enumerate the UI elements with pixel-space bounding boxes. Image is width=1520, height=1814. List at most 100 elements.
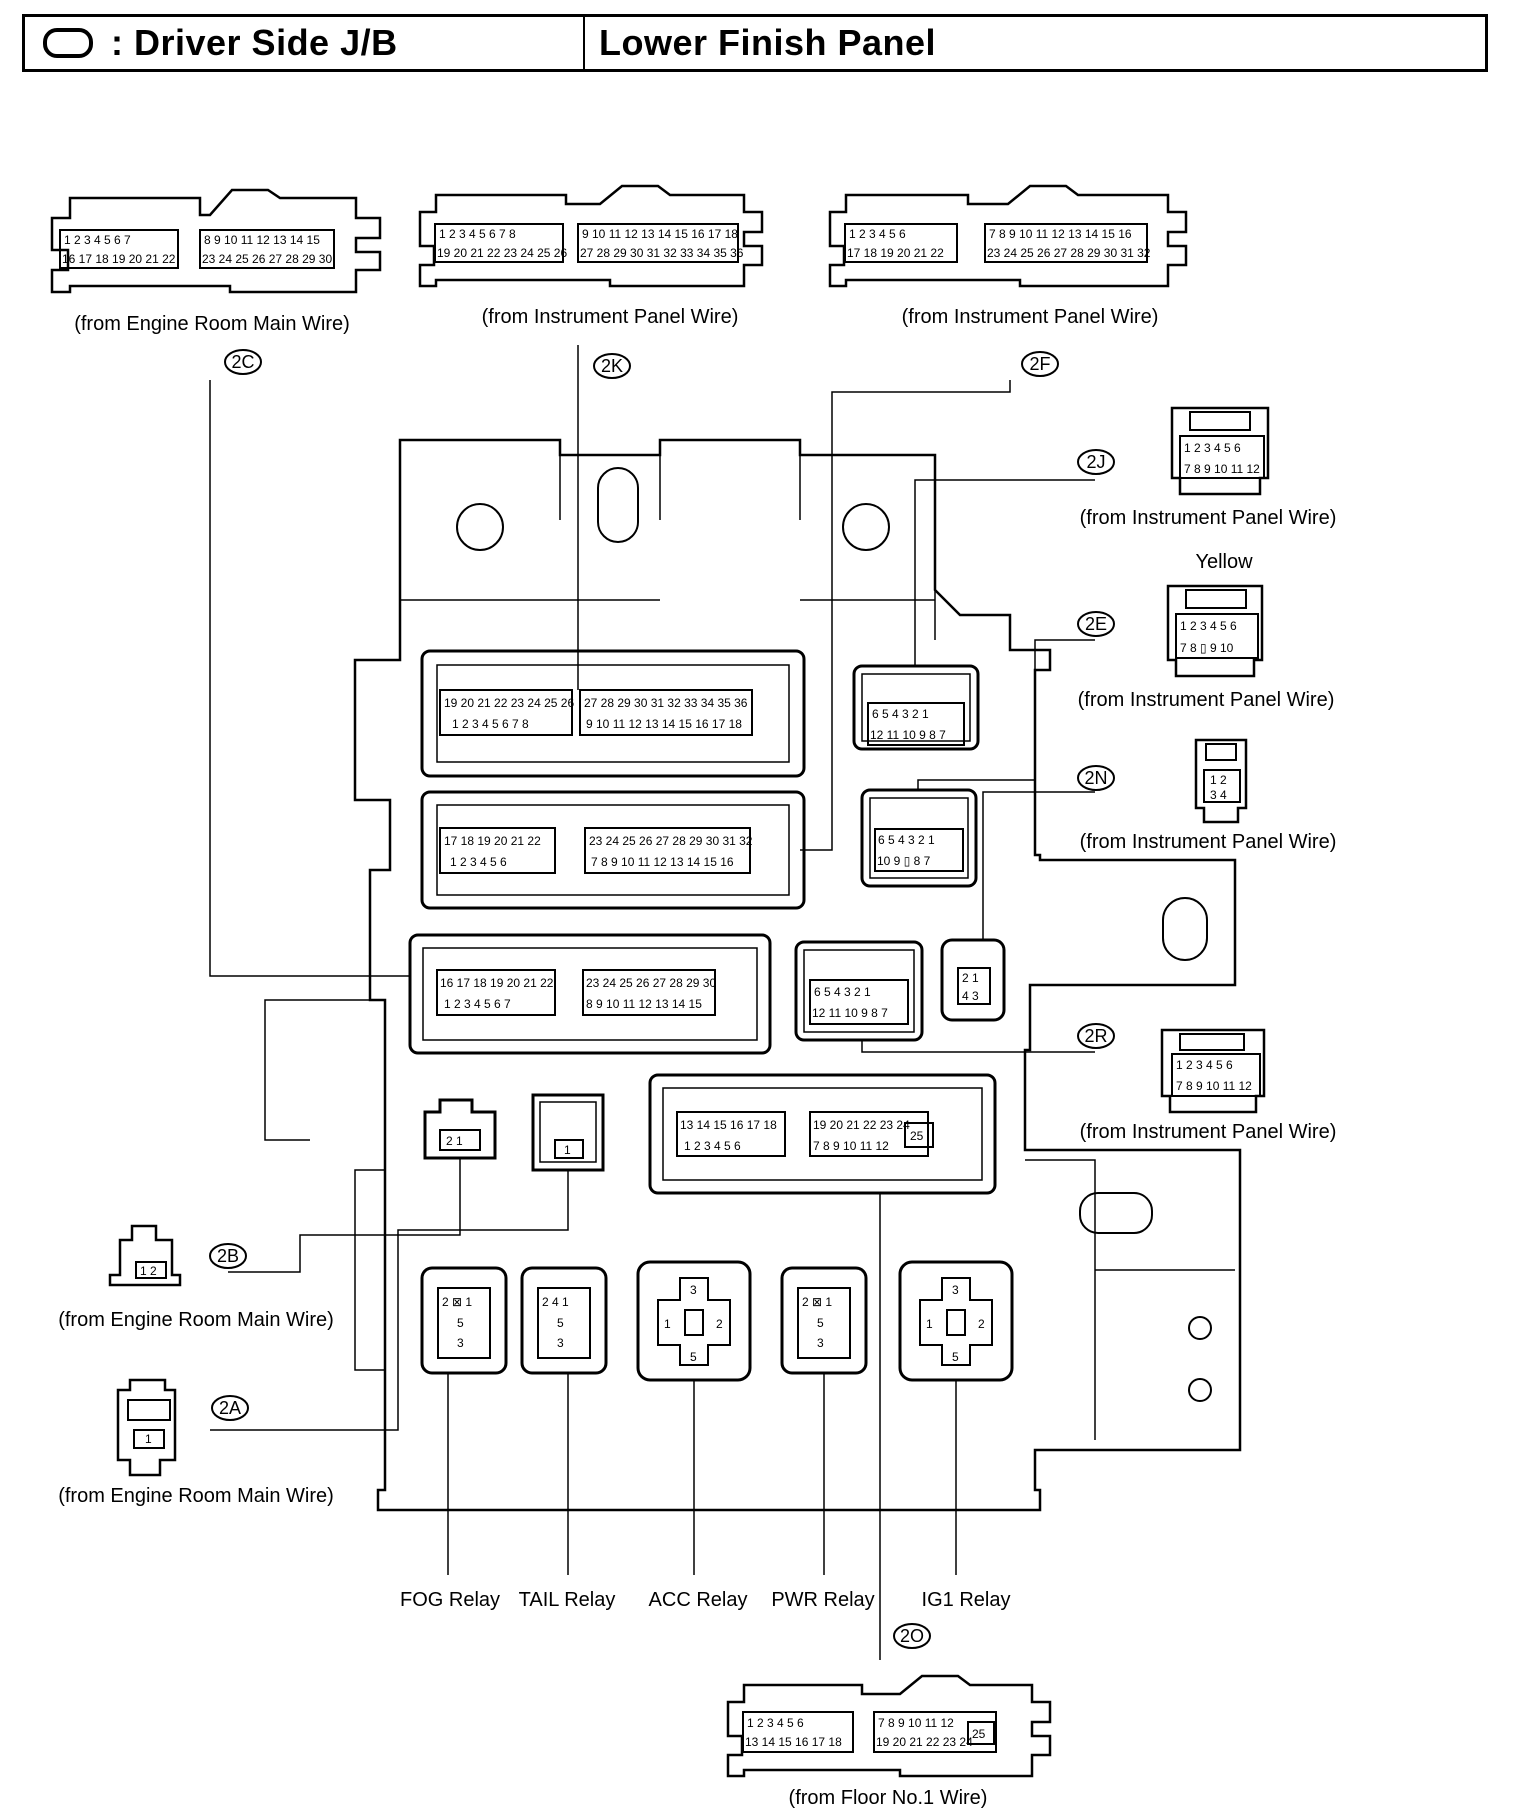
svg-text:17 18 19 20 21 22: 17 18 19 20 21 22 xyxy=(847,246,944,260)
svg-text:1 2 3 4 5 6 7 8: 1 2 3 4 5 6 7 8 xyxy=(439,227,516,241)
svg-text:2: 2 xyxy=(716,1317,723,1331)
svg-text:2B: 2B xyxy=(217,1246,239,1266)
ext-connector-2k: 1 2 3 4 5 6 7 8 19 20 21 22 23 24 25 26 … xyxy=(418,184,764,288)
label-2j: (from Instrument Panel Wire) xyxy=(1080,507,1337,529)
relay-pwr: 2 ⊠ 1 5 3 xyxy=(780,1266,868,1375)
label-2e-color: Yellow xyxy=(1195,551,1253,573)
relay-tail: 2 4 1 5 3 xyxy=(520,1266,608,1375)
label-ig1-relay: IG1 Relay xyxy=(922,1589,1011,1611)
svg-text:7 8 ▯ 9 10: 7 8 ▯ 9 10 xyxy=(1180,641,1234,655)
header-bar: : Driver Side J/B Lower Finish Panel xyxy=(22,14,1488,72)
svg-text:5: 5 xyxy=(952,1350,959,1364)
svg-text:1: 1 xyxy=(564,1143,571,1157)
jb-socket-2r: 6 5 4 3 2 1 12 11 10 9 8 7 xyxy=(794,940,924,1042)
svg-text:1 2 3 4 5 6: 1 2 3 4 5 6 xyxy=(684,1139,741,1153)
svg-text:12 11 10 9 8 7: 12 11 10 9 8 7 xyxy=(870,728,946,742)
svg-text:7 8 9 10 11 12: 7 8 9 10 11 12 xyxy=(1184,462,1260,476)
svg-text:23 24 25 26 27 28 29 30: 23 24 25 26 27 28 29 30 xyxy=(586,976,716,990)
jb-socket-2b: 2 1 xyxy=(423,1098,497,1160)
code-tag-2k: 2K xyxy=(593,353,631,379)
relay-fog: 2 ⊠ 1 5 3 xyxy=(420,1266,508,1375)
svg-text:2A: 2A xyxy=(219,1398,241,1418)
svg-text:1 2 3 4 5 6: 1 2 3 4 5 6 xyxy=(450,855,507,869)
svg-text:1 2 3 4 5 6: 1 2 3 4 5 6 xyxy=(1184,441,1241,455)
svg-text:1 2 3 4 5 6 7: 1 2 3 4 5 6 7 xyxy=(64,233,131,247)
svg-text:27 28 29 30 31 32 33 34 35 36: 27 28 29 30 31 32 33 34 35 36 xyxy=(584,696,748,710)
svg-text:13 14 15 16 17 18: 13 14 15 16 17 18 xyxy=(745,1735,842,1749)
svg-text:19 20 21 22 23 24: 19 20 21 22 23 24 xyxy=(876,1735,973,1749)
label-2k: (from Instrument Panel Wire) xyxy=(482,306,739,328)
relay-ig1: 3 1 2 5 xyxy=(898,1260,1014,1382)
jb-body xyxy=(264,438,1242,1512)
svg-text:7 8 9 10 11 12: 7 8 9 10 11 12 xyxy=(878,1716,954,1730)
svg-text:25: 25 xyxy=(972,1727,986,1741)
ext-connector-2j: 1 2 3 4 5 6 7 8 9 10 11 12 xyxy=(1170,406,1270,496)
label-pwr-relay: PWR Relay xyxy=(771,1589,874,1611)
svg-text:2 1: 2 1 xyxy=(962,971,979,985)
svg-text:2 ⊠ 1: 2 ⊠ 1 xyxy=(802,1295,832,1309)
svg-text:13 14 15 16 17 18: 13 14 15 16 17 18 xyxy=(680,1118,777,1132)
svg-text:6 5 4 3 2 1: 6 5 4 3 2 1 xyxy=(878,833,935,847)
svg-text:2F: 2F xyxy=(1029,354,1050,374)
svg-text:19 20 21 22 23 24: 19 20 21 22 23 24 xyxy=(813,1118,910,1132)
svg-text:3: 3 xyxy=(952,1283,959,1297)
code-tag-2o: 2O xyxy=(893,1623,931,1649)
code-tag-2f: 2F xyxy=(1021,351,1059,377)
svg-text:12 11 10 9 8 7: 12 11 10 9 8 7 xyxy=(812,1006,888,1020)
page-title: : Driver Side J/B xyxy=(111,22,398,63)
svg-text:2J: 2J xyxy=(1086,452,1105,472)
label-2r: (from Instrument Panel Wire) xyxy=(1080,1121,1337,1143)
connector-labels: (from Engine Room Main Wire) (from Instr… xyxy=(58,306,1336,1809)
svg-text:23 24 25 26 27 28 29 30 31 32: 23 24 25 26 27 28 29 30 31 32 xyxy=(987,246,1151,260)
svg-text:27 28 29 30 31 32 33 34 35 36: 27 28 29 30 31 32 33 34 35 36 xyxy=(580,246,744,260)
svg-text:2 4 1: 2 4 1 xyxy=(542,1295,569,1309)
header-title-cell: : Driver Side J/B xyxy=(25,17,585,69)
code-tag-2j: 2J xyxy=(1077,449,1115,475)
svg-text:6 5 4 3 2 1: 6 5 4 3 2 1 xyxy=(814,985,871,999)
svg-text:10 9 ▯ 8 7: 10 9 ▯ 8 7 xyxy=(877,854,931,868)
code-tag-2a: 2A xyxy=(211,1395,249,1421)
label-fog-relay: FOG Relay xyxy=(400,1589,500,1611)
svg-text:3 4: 3 4 xyxy=(1210,788,1227,802)
jb-socket-2e: 6 5 4 3 2 1 10 9 ▯ 8 7 xyxy=(860,788,978,888)
svg-text:1 2 3 4 5 6: 1 2 3 4 5 6 xyxy=(747,1716,804,1730)
svg-text:3: 3 xyxy=(557,1336,564,1350)
jb-socket-2a: 1 xyxy=(531,1093,605,1172)
jb-socket-2j: 6 5 4 3 2 1 12 11 10 9 8 7 xyxy=(852,664,980,751)
ext-connector-2b: 1 2 xyxy=(108,1224,182,1287)
svg-text:25: 25 xyxy=(910,1129,924,1143)
code-tag-2e: 2E xyxy=(1077,611,1115,637)
svg-text:23 24 25 26 27 28 29 30 31 32: 23 24 25 26 27 28 29 30 31 32 xyxy=(589,834,753,848)
label-2f: (from Instrument Panel Wire) xyxy=(902,306,1159,328)
svg-text:4 3: 4 3 xyxy=(962,989,979,1003)
relay-leaders xyxy=(447,1373,957,1575)
svg-text:1: 1 xyxy=(664,1317,671,1331)
svg-text:3: 3 xyxy=(690,1283,697,1297)
relay-labels: FOG Relay TAIL Relay ACC Relay PWR Relay… xyxy=(400,1589,1010,1611)
ext-connector-2a: 1 xyxy=(116,1378,177,1477)
svg-text:17 18 19 20 21 22: 17 18 19 20 21 22 xyxy=(444,834,541,848)
leader-lines xyxy=(209,345,1095,1660)
svg-text:2E: 2E xyxy=(1085,614,1107,634)
label-tail-relay: TAIL Relay xyxy=(519,1589,616,1611)
svg-text:16 17 18 19 20 21 22: 16 17 18 19 20 21 22 xyxy=(62,252,176,266)
svg-text:7 8 9 10 11 12 13 14 15 16: 7 8 9 10 11 12 13 14 15 16 xyxy=(989,227,1132,241)
svg-text:8 9 10 11 12 13 14 15: 8 9 10 11 12 13 14 15 xyxy=(586,997,702,1011)
svg-text:1 2 3 4 5 6 7 8: 1 2 3 4 5 6 7 8 xyxy=(452,717,529,731)
label-2a: (from Engine Room Main Wire) xyxy=(58,1485,334,1507)
ext-connector-2f: 1 2 3 4 5 6 17 18 19 20 21 22 7 8 9 10 1… xyxy=(828,184,1188,288)
jb-socket-2n: 2 1 4 3 xyxy=(940,938,1006,1022)
svg-text:9 10 11 12 13 14 15 16 17 18: 9 10 11 12 13 14 15 16 17 18 xyxy=(586,717,742,731)
label-2o: (from Floor No.1 Wire) xyxy=(789,1787,988,1809)
code-tag-2r: 2R xyxy=(1077,1023,1115,1049)
label-2n: (from Instrument Panel Wire) xyxy=(1080,831,1337,853)
svg-text:1 2 3 4 5 6: 1 2 3 4 5 6 xyxy=(1176,1058,1233,1072)
svg-text:3: 3 xyxy=(817,1336,824,1350)
svg-text:2C: 2C xyxy=(231,352,254,372)
ext-connector-2e: 1 2 3 4 5 6 7 8 ▯ 9 10 xyxy=(1166,584,1264,678)
svg-text:7 8 9 10 11 12 13 14 15 16: 7 8 9 10 11 12 13 14 15 16 xyxy=(591,855,734,869)
svg-text:6 5 4 3 2 1: 6 5 4 3 2 1 xyxy=(872,707,929,721)
ext-connector-2o: 1 2 3 4 5 6 13 14 15 16 17 18 7 8 9 10 1… xyxy=(726,1674,1052,1778)
svg-text:2O: 2O xyxy=(900,1626,924,1646)
